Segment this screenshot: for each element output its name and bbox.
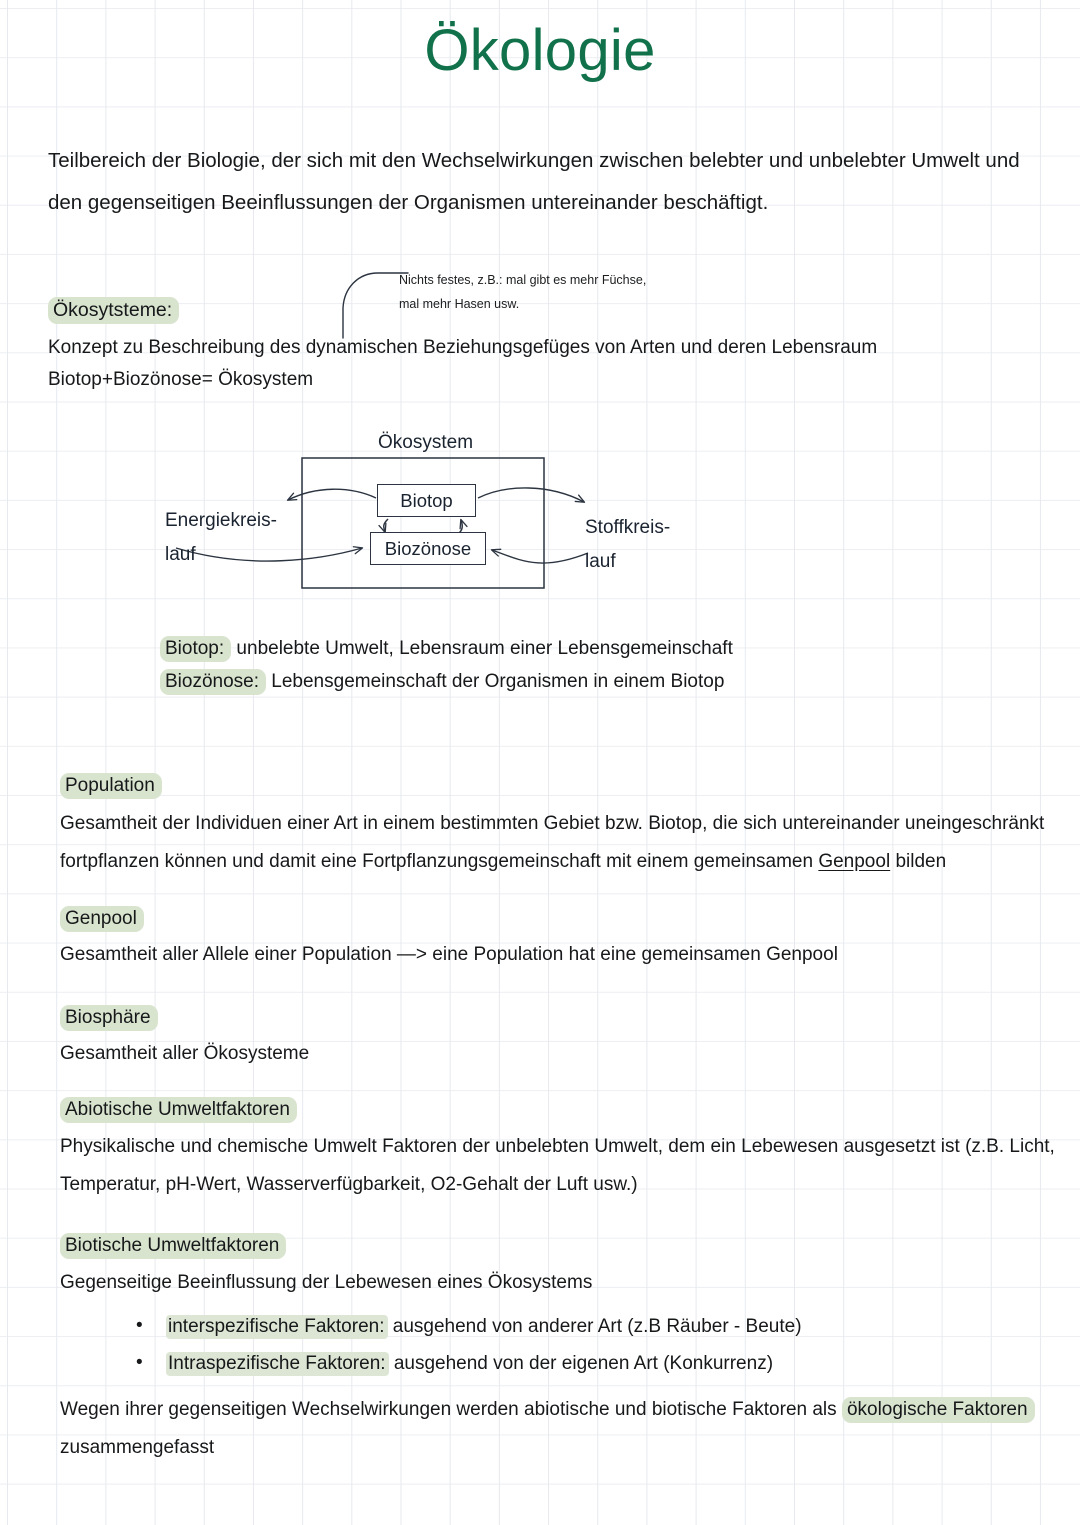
oekosysteme-line-2: Biotop+Biozönose= Ökosystem bbox=[48, 369, 314, 390]
diagram-title-label: Ökosystem bbox=[378, 432, 474, 453]
section-heading-genpool: Genpool bbox=[60, 905, 144, 933]
oekosystem-diagram: Ökosystem Energiekreis- lauf Stoffkreis-… bbox=[140, 420, 740, 615]
diagram-label-stoffkreislauf-2: lauf bbox=[585, 551, 616, 572]
list-item: Intraspezifische Faktoren: ausgehend von… bbox=[132, 1346, 1032, 1381]
section-body-biosphaere: Gesamtheit aller Ökosysteme bbox=[60, 1043, 310, 1064]
section-heading-biotische-text: Biotische Umweltfaktoren bbox=[60, 1233, 287, 1259]
definition-biotop-text: unbelebte Umwelt, Lebensraum einer Leben… bbox=[231, 638, 733, 659]
diagram-label-stoffkreislauf-1: Stoffkreis- bbox=[585, 517, 671, 538]
section-body-population: Gesamtheit der Individuen einer Art in e… bbox=[60, 805, 1055, 881]
population-genpool-link: Genpool bbox=[818, 851, 891, 872]
population-body-part1: Gesamtheit der Individuen einer Art in e… bbox=[60, 813, 1045, 872]
annotation-leader-line bbox=[342, 272, 409, 339]
section-heading-biotische-umweltfaktoren: Biotische Umweltfaktoren bbox=[60, 1232, 287, 1260]
bullet-text-interspezifisch: ausgehend von anderer Art (z.B Räuber - … bbox=[387, 1316, 802, 1337]
bullet-term-intraspezifisch: Intraspezifische Faktoren: bbox=[166, 1352, 389, 1376]
annotation-line-2: mal mehr Hasen usw. bbox=[399, 297, 520, 311]
final-highlight-oekologische-faktoren: ökologische Faktoren bbox=[841, 1397, 1035, 1423]
bullet-text-intraspezifisch: ausgehend von der eigenen Art (Konkurren… bbox=[388, 1353, 774, 1374]
definition-biozoenose-term: Biozönose: bbox=[160, 669, 267, 695]
section-heading-biosphaere: Biosphäre bbox=[60, 1004, 158, 1032]
section-heading-genpool-text: Genpool bbox=[60, 906, 144, 932]
oekosysteme-heading: Ökosytsteme: bbox=[48, 296, 180, 324]
final-part1: Wegen ihrer gegenseitigen Wechselwirkung… bbox=[60, 1399, 842, 1420]
population-body-part2: bilden bbox=[890, 851, 947, 872]
section-body-abiotische-umweltfaktoren: Physikalische und chemische Umwelt Fakto… bbox=[60, 1136, 1055, 1195]
section-body-biotische-umweltfaktoren: Gegenseitige Beeinflussung der Lebewesen… bbox=[60, 1272, 593, 1293]
definition-biotop-term: Biotop: bbox=[160, 636, 232, 662]
final-part2: zusammengefasst bbox=[60, 1437, 215, 1458]
annotation-line-1: Nichts festes, z.B.: mal gibt es mehr Fü… bbox=[399, 273, 647, 287]
annotation-callout: Nichts festes, z.B.: mal gibt es mehr Fü… bbox=[399, 268, 659, 316]
bullet-term-interspezifisch: interspezifische Faktoren: bbox=[166, 1315, 388, 1339]
list-item: interspezifische Faktoren: ausgehend von… bbox=[132, 1309, 1032, 1344]
page-title: Ökologie bbox=[424, 18, 656, 83]
section-body-genpool: Gesamtheit aller Allele einer Population… bbox=[60, 944, 838, 965]
diagram-label-energiekreislauf-1: Energiekreis- bbox=[165, 510, 277, 531]
oekosysteme-line-1: Konzept zu Beschreibung des dynamischen … bbox=[48, 337, 878, 358]
oekosysteme-heading-text: Ökosytsteme: bbox=[48, 297, 180, 324]
diagram-label-energiekreislauf-2: lauf bbox=[165, 544, 196, 565]
definition-biozoenose: Biozönose: Lebensgemeinschaft der Organi… bbox=[160, 667, 724, 697]
diagram-box-biozoenose: Biozönose bbox=[370, 532, 486, 565]
intro-paragraph: Teilbereich der Biologie, der sich mit d… bbox=[48, 149, 1020, 214]
biotische-faktoren-list: interspezifische Faktoren: ausgehend von… bbox=[132, 1309, 1032, 1384]
section-heading-population: Population bbox=[60, 772, 162, 800]
section-heading-abiotische-umweltfaktoren: Abiotische Umweltfaktoren bbox=[60, 1096, 297, 1124]
section-heading-population-text: Population bbox=[60, 773, 162, 799]
definition-biozoenose-text: Lebensgemeinschaft der Organismen in ein… bbox=[266, 671, 725, 692]
section-heading-abiotische-text: Abiotische Umweltfaktoren bbox=[60, 1097, 297, 1123]
section-body-final: Wegen ihrer gegenseitigen Wechselwirkung… bbox=[60, 1391, 1055, 1467]
section-heading-biosphaere-text: Biosphäre bbox=[60, 1005, 158, 1031]
diagram-box-biotop: Biotop bbox=[377, 484, 476, 517]
definition-biotop: Biotop: unbelebte Umwelt, Lebensraum ein… bbox=[160, 634, 733, 664]
diagram-canvas bbox=[175, 457, 589, 589]
